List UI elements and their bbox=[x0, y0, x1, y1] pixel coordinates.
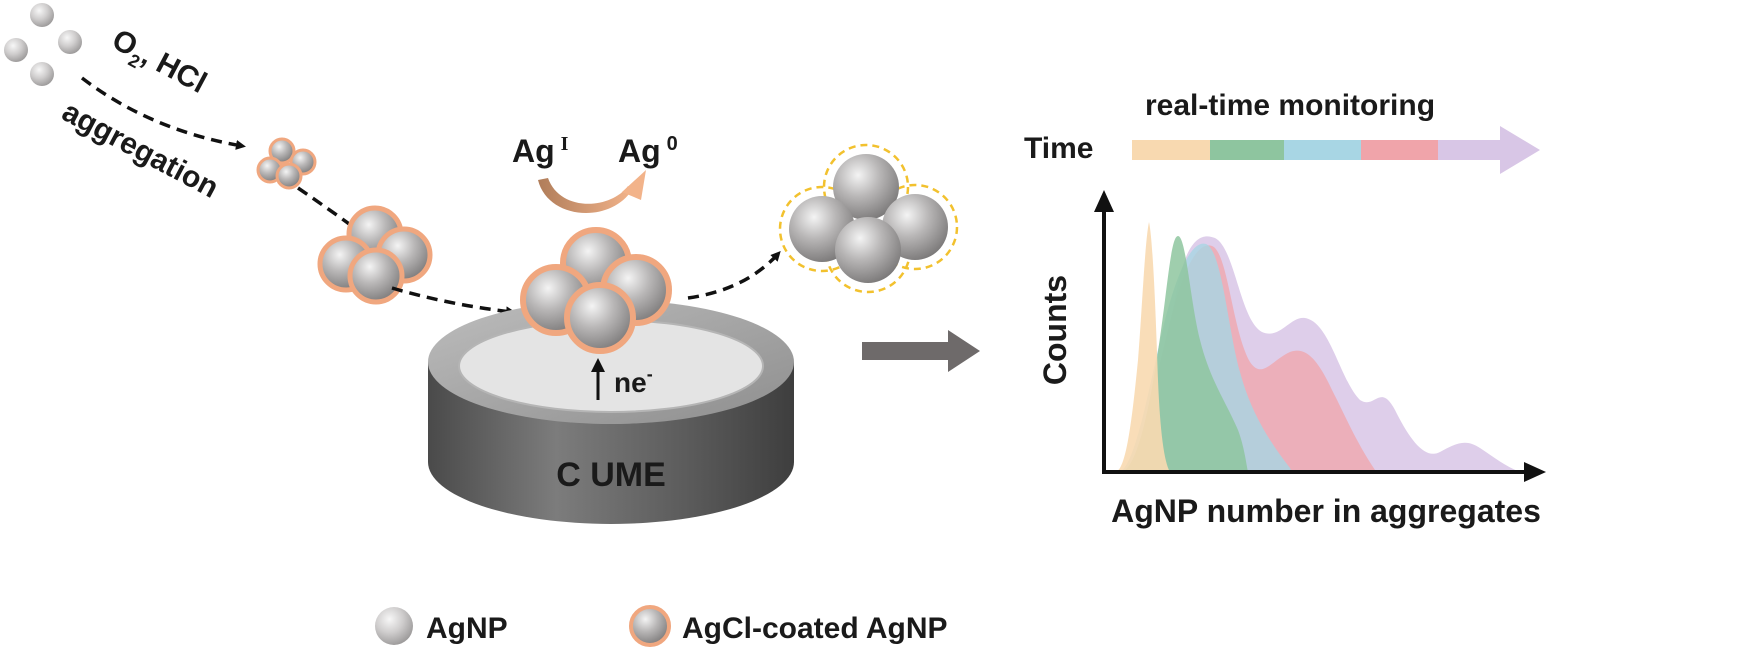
x-axis-label: AgNP number in aggregates bbox=[1111, 493, 1541, 529]
large-agcl-cluster bbox=[520, 227, 672, 354]
svg-text:AgI: AgI bbox=[512, 133, 569, 169]
reduced-agnp-cluster bbox=[778, 143, 959, 294]
svg-text:O2, HCl: O2, HCl bbox=[104, 23, 212, 104]
reduction-arrow-head-icon bbox=[622, 170, 646, 200]
free-agnp-group bbox=[4, 3, 82, 86]
x-axis-arrow-icon bbox=[1524, 462, 1546, 482]
agcl-agnp-particle bbox=[564, 282, 636, 354]
y-axis-arrow-icon bbox=[1094, 190, 1114, 212]
plot-axes bbox=[1094, 190, 1546, 482]
dashed-arrow bbox=[391, 286, 516, 317]
timeline-segment bbox=[1361, 140, 1439, 160]
svg-text:Ag0: Ag0 bbox=[618, 133, 678, 169]
svg-text:ne-: ne- bbox=[614, 364, 653, 398]
electron-transfer: ne- bbox=[591, 358, 653, 400]
dashed-arrow bbox=[687, 251, 781, 300]
reagent-label: O2, HCl bbox=[104, 23, 212, 104]
timeline-bar bbox=[1132, 126, 1540, 174]
legend: AgNP AgCl-coated AgNP bbox=[375, 605, 948, 647]
carbon-ume-electrode: C UME bbox=[428, 300, 794, 524]
agnp-particle bbox=[835, 217, 901, 283]
timeline-arrow-head bbox=[1438, 126, 1540, 174]
dashed-arrow bbox=[297, 186, 354, 228]
electrode-label: C UME bbox=[556, 456, 666, 494]
distribution-1 bbox=[1115, 222, 1170, 472]
small-agcl-cluster bbox=[256, 137, 317, 190]
distribution-plot bbox=[1108, 222, 1520, 472]
agnp-particle bbox=[4, 38, 28, 62]
svg-text:aggregation: aggregation bbox=[57, 95, 224, 205]
agcl-agnp-particle bbox=[347, 247, 405, 305]
agnp-particle bbox=[30, 62, 54, 86]
medium-agcl-cluster bbox=[317, 205, 433, 305]
y-axis-label: Counts bbox=[1037, 275, 1073, 385]
transition-arrow-icon bbox=[862, 330, 980, 372]
legend-agcl-agnp-label: AgCl-coated AgNP bbox=[682, 612, 948, 645]
legend-agcl-agnp-icon bbox=[629, 605, 671, 647]
monitoring-label: real-time monitoring bbox=[1145, 89, 1435, 122]
up-arrow-head-icon bbox=[591, 358, 605, 372]
agnp-particle bbox=[833, 154, 899, 220]
aggregation-label: aggregation bbox=[57, 95, 224, 205]
timeline-segment bbox=[1284, 140, 1362, 160]
agcl-agnp-particle bbox=[275, 162, 303, 190]
agcl-agnp-particle bbox=[268, 137, 296, 165]
timeline-segment bbox=[1210, 140, 1285, 160]
dashed-ring bbox=[871, 183, 959, 271]
time-label: Time bbox=[1024, 132, 1093, 165]
timeline-segment bbox=[1132, 140, 1212, 160]
agnp-particle bbox=[30, 3, 54, 27]
agnp-particle bbox=[58, 30, 82, 54]
legend-agnp-icon bbox=[375, 607, 413, 645]
dashed-arrow bbox=[80, 76, 246, 150]
reduction-arrow-icon bbox=[538, 178, 632, 213]
legend-agnp-label: AgNP bbox=[426, 612, 508, 645]
